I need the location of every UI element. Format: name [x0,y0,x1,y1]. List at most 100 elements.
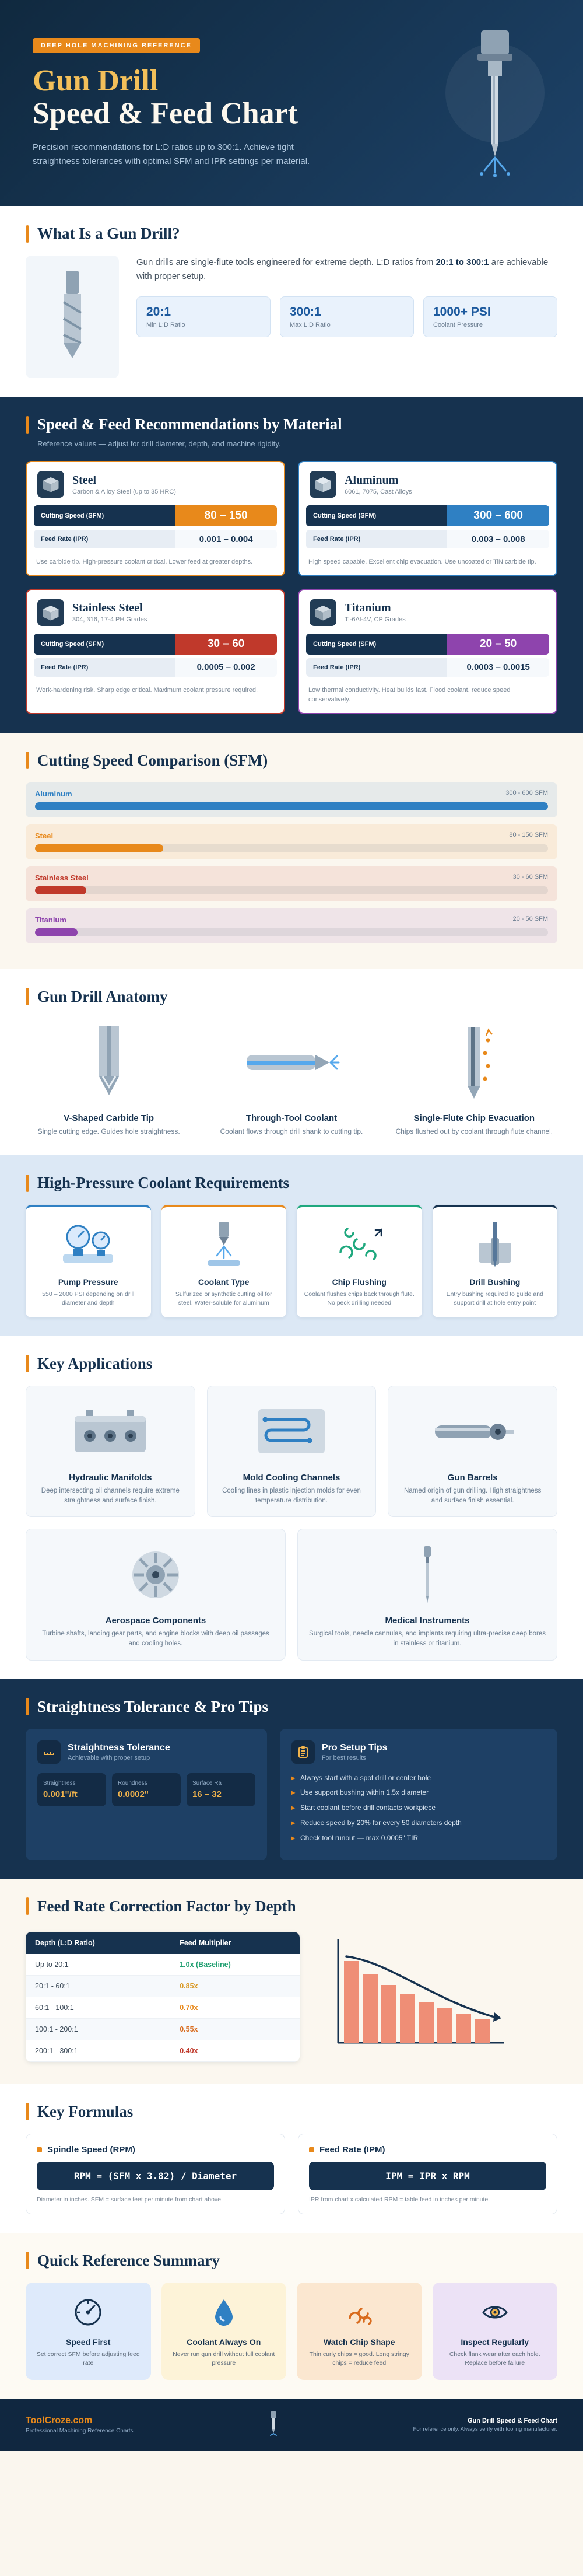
coolant-title: High-Pressure Coolant Requirements [37,1174,289,1192]
quick-ref-name: Coolant Always On [187,2337,261,2347]
materials-title: Speed & Feed Recommendations by Material [37,415,342,433]
accent-bar [26,1897,29,1916]
multiplier-cell: 1.0x (Baseline) [170,1953,300,1976]
cutting-speed-label: Cutting Speed (SFM) [34,505,175,526]
multiplier-cell: 0.85x [170,1975,300,1997]
material-note: High speed capable. Excellent chip evacu… [308,558,536,565]
material-name: Stainless Steel [72,602,143,615]
barrel-icon [399,1397,546,1467]
bar-track [35,886,548,894]
formula-expression: IPM = IPR x RPM [309,2161,546,2190]
bar-label: Steel [35,831,54,840]
page-title-line2: Speed & Feed Chart [33,97,298,131]
stat-roundness: Roundness 0.0002" [111,1773,181,1806]
material-note: Work-hardening risk. Sharp edge critical… [36,686,258,694]
bushing-icon [440,1217,551,1273]
formula-card-rpm: Spindle Speed (RPM) RPM = (SFM x 3.82) /… [26,2133,285,2214]
material-grades: 6061, 7075, Cast Alloys [345,488,412,495]
materials-header: Speed & Feed Recommendations by Material [26,415,557,434]
tolerance-grid: Straightness Tolerance Achievable with p… [26,1728,557,1860]
feed-rate-strip: Feed Rate (IPR) 0.0005 – 0.002 [34,658,277,677]
material-card-titanium: Titanium Ti-6Al-4V, CP Grades Cutting Sp… [298,589,557,714]
anatomy-item-flute: Single-Flute Chip Evacuation Chips flush… [391,1019,557,1137]
multiplier-cell: 0.40x [170,2040,300,2062]
page-title: Gun Drill Speed & Feed Chart [33,64,336,131]
tip-item: ▸Reduce speed by 20% for every 50 diamet… [292,1818,546,1828]
bar-range: 20 - 50 SFM [512,915,548,922]
footer-drill-icon [266,2410,281,2439]
coolant-header: High-Pressure Coolant Requirements [26,1174,557,1192]
accent-bar [26,2252,29,2270]
cutting-speed-value: 300 – 600 [447,505,549,526]
coolant-card-desc: Entry bushing required to guide and supp… [446,1291,543,1307]
coolant-section: High-Pressure Coolant Requirements Pump … [0,1155,583,1336]
applications-section: Key Applications Hydraulic Manifolds Dee… [0,1336,583,1679]
quick-ref-card-chips: Watch Chip Shape Thin curly chips = good… [297,2282,422,2381]
quick-ref-grid: Speed First Set correct SFM before adjus… [26,2282,557,2381]
pro-tips-card: Pro Setup Tips For best results ▸Always … [279,1728,557,1860]
quick-ref-desc: Thin curly chips = good. Long stringy ch… [309,2350,409,2367]
bar-label: Titanium [35,915,66,924]
material-card-steel: Steel Carbon & Alloy Steel (up to 35 HRC… [26,461,285,576]
formula-card-ipm: Feed Rate (IPM) IPM = IPR x RPM IPR from… [298,2133,557,2214]
needle-icon [308,1540,546,1610]
stat-value: 1000+ PSI [433,305,491,319]
feed-correction-title: Feed Rate Correction Factor by Depth [37,1897,296,1915]
paragraph-text-2: are achievable with proper setup. [136,257,549,281]
quick-ref-name: Watch Chip Shape [324,2337,395,2347]
feed-rate-value: 0.003 – 0.008 [447,530,549,548]
formula-note: IPR from chart x calculated RPM = table … [309,2196,490,2203]
paragraph-bold: 20:1 to 300:1 [436,257,489,267]
tolerance-card: Straightness Tolerance Achievable with p… [26,1728,267,1860]
feed-rate-value: 0.0003 – 0.0015 [447,658,549,677]
bar-fill [35,886,86,894]
cutting-speed-value: 80 – 150 [175,505,277,526]
feed-correction-section: Feed Rate Correction Factor by Depth Dep… [0,1878,583,2084]
anatomy-item-name: Through-Tool Coolant [245,1113,338,1123]
tolerance-section: Straightness Tolerance & Pro Tips Straig… [0,1679,583,1879]
comparison-row-stainless: Stainless Steel 30 - 60 SFM [26,866,557,901]
quick-ref-desc: Set correct SFM before adjusting feed ra… [36,2350,140,2367]
accent-bar [26,752,29,770]
tip-item: ▸Use support bushing within 1.5x diamete… [292,1788,546,1798]
feed-correction-header: Feed Rate Correction Factor by Depth [26,1897,557,1916]
accent-bar [26,988,29,1006]
accent-bar [26,415,29,434]
bar-track [35,802,548,810]
quick-ref-section: Quick Reference Summary Speed First Set … [0,2232,583,2399]
materials-section: Speed & Feed Recommendations by Material… [0,397,583,733]
what-is-header: What Is a Gun Drill? [26,225,557,243]
cutting-speed-strip: Cutting Speed (SFM) 30 – 60 [34,633,277,655]
quick-ref-title: Quick Reference Summary [37,2251,220,2269]
stat-label: Min L:D Ratio [146,321,185,328]
coolant-nozzle-icon [168,1217,280,1273]
applications-row-2: Aerospace Components Turbine shafts, lan… [26,1529,557,1661]
formulas-header: Key Formulas [26,2103,557,2121]
application-name: Aerospace Components [105,1616,206,1626]
material-grades: 304, 316, 17-4 PH Grades [72,616,147,624]
applications-title: Key Applications [37,1354,153,1372]
coolant-card-name: Chip Flushing [332,1277,387,1287]
page-title-line1: Gun Drill [33,64,159,98]
bar-range: 300 - 600 SFM [505,789,548,796]
stat-value: 20:1 [146,305,171,319]
anatomy-item-tip: V-Shaped Carbide Tip Single cutting edge… [26,1019,192,1137]
application-name: Hydraulic Manifolds [69,1472,152,1483]
comparison-row-titanium: Titanium 20 - 50 SFM [26,908,557,943]
application-name: Gun Barrels [447,1472,498,1483]
coolant-card-name: Pump Pressure [58,1277,118,1287]
application-desc: Named origin of gun drilling. High strai… [404,1487,542,1504]
feed-rate-value: 0.001 – 0.004 [175,530,277,548]
material-grades: Carbon & Alloy Steel (up to 35 HRC) [72,488,176,495]
quick-ref-card-speed: Speed First Set correct SFM before adjus… [26,2282,151,2381]
coolant-card-desc: Sulfurized or synthetic cutting oil for … [175,1291,272,1307]
anatomy-item-desc: Single cutting edge. Guides hole straigh… [37,1127,180,1135]
accent-bar [26,225,29,243]
anatomy-item-name: V-Shaped Carbide Tip [64,1113,154,1123]
stat-label: Surface Ra [192,1780,222,1787]
anatomy-item-desc: Chips flushed out by coolant through flu… [395,1127,553,1135]
brand-link[interactable]: ToolCroze.com [26,2415,93,2425]
coolant-card-desc: 550 – 2000 PSI depending on drill diamet… [42,1291,135,1307]
quick-ref-header: Quick Reference Summary [26,2252,557,2270]
quick-ref-card-coolant: Coolant Always On Never run gun drill wi… [161,2282,286,2381]
